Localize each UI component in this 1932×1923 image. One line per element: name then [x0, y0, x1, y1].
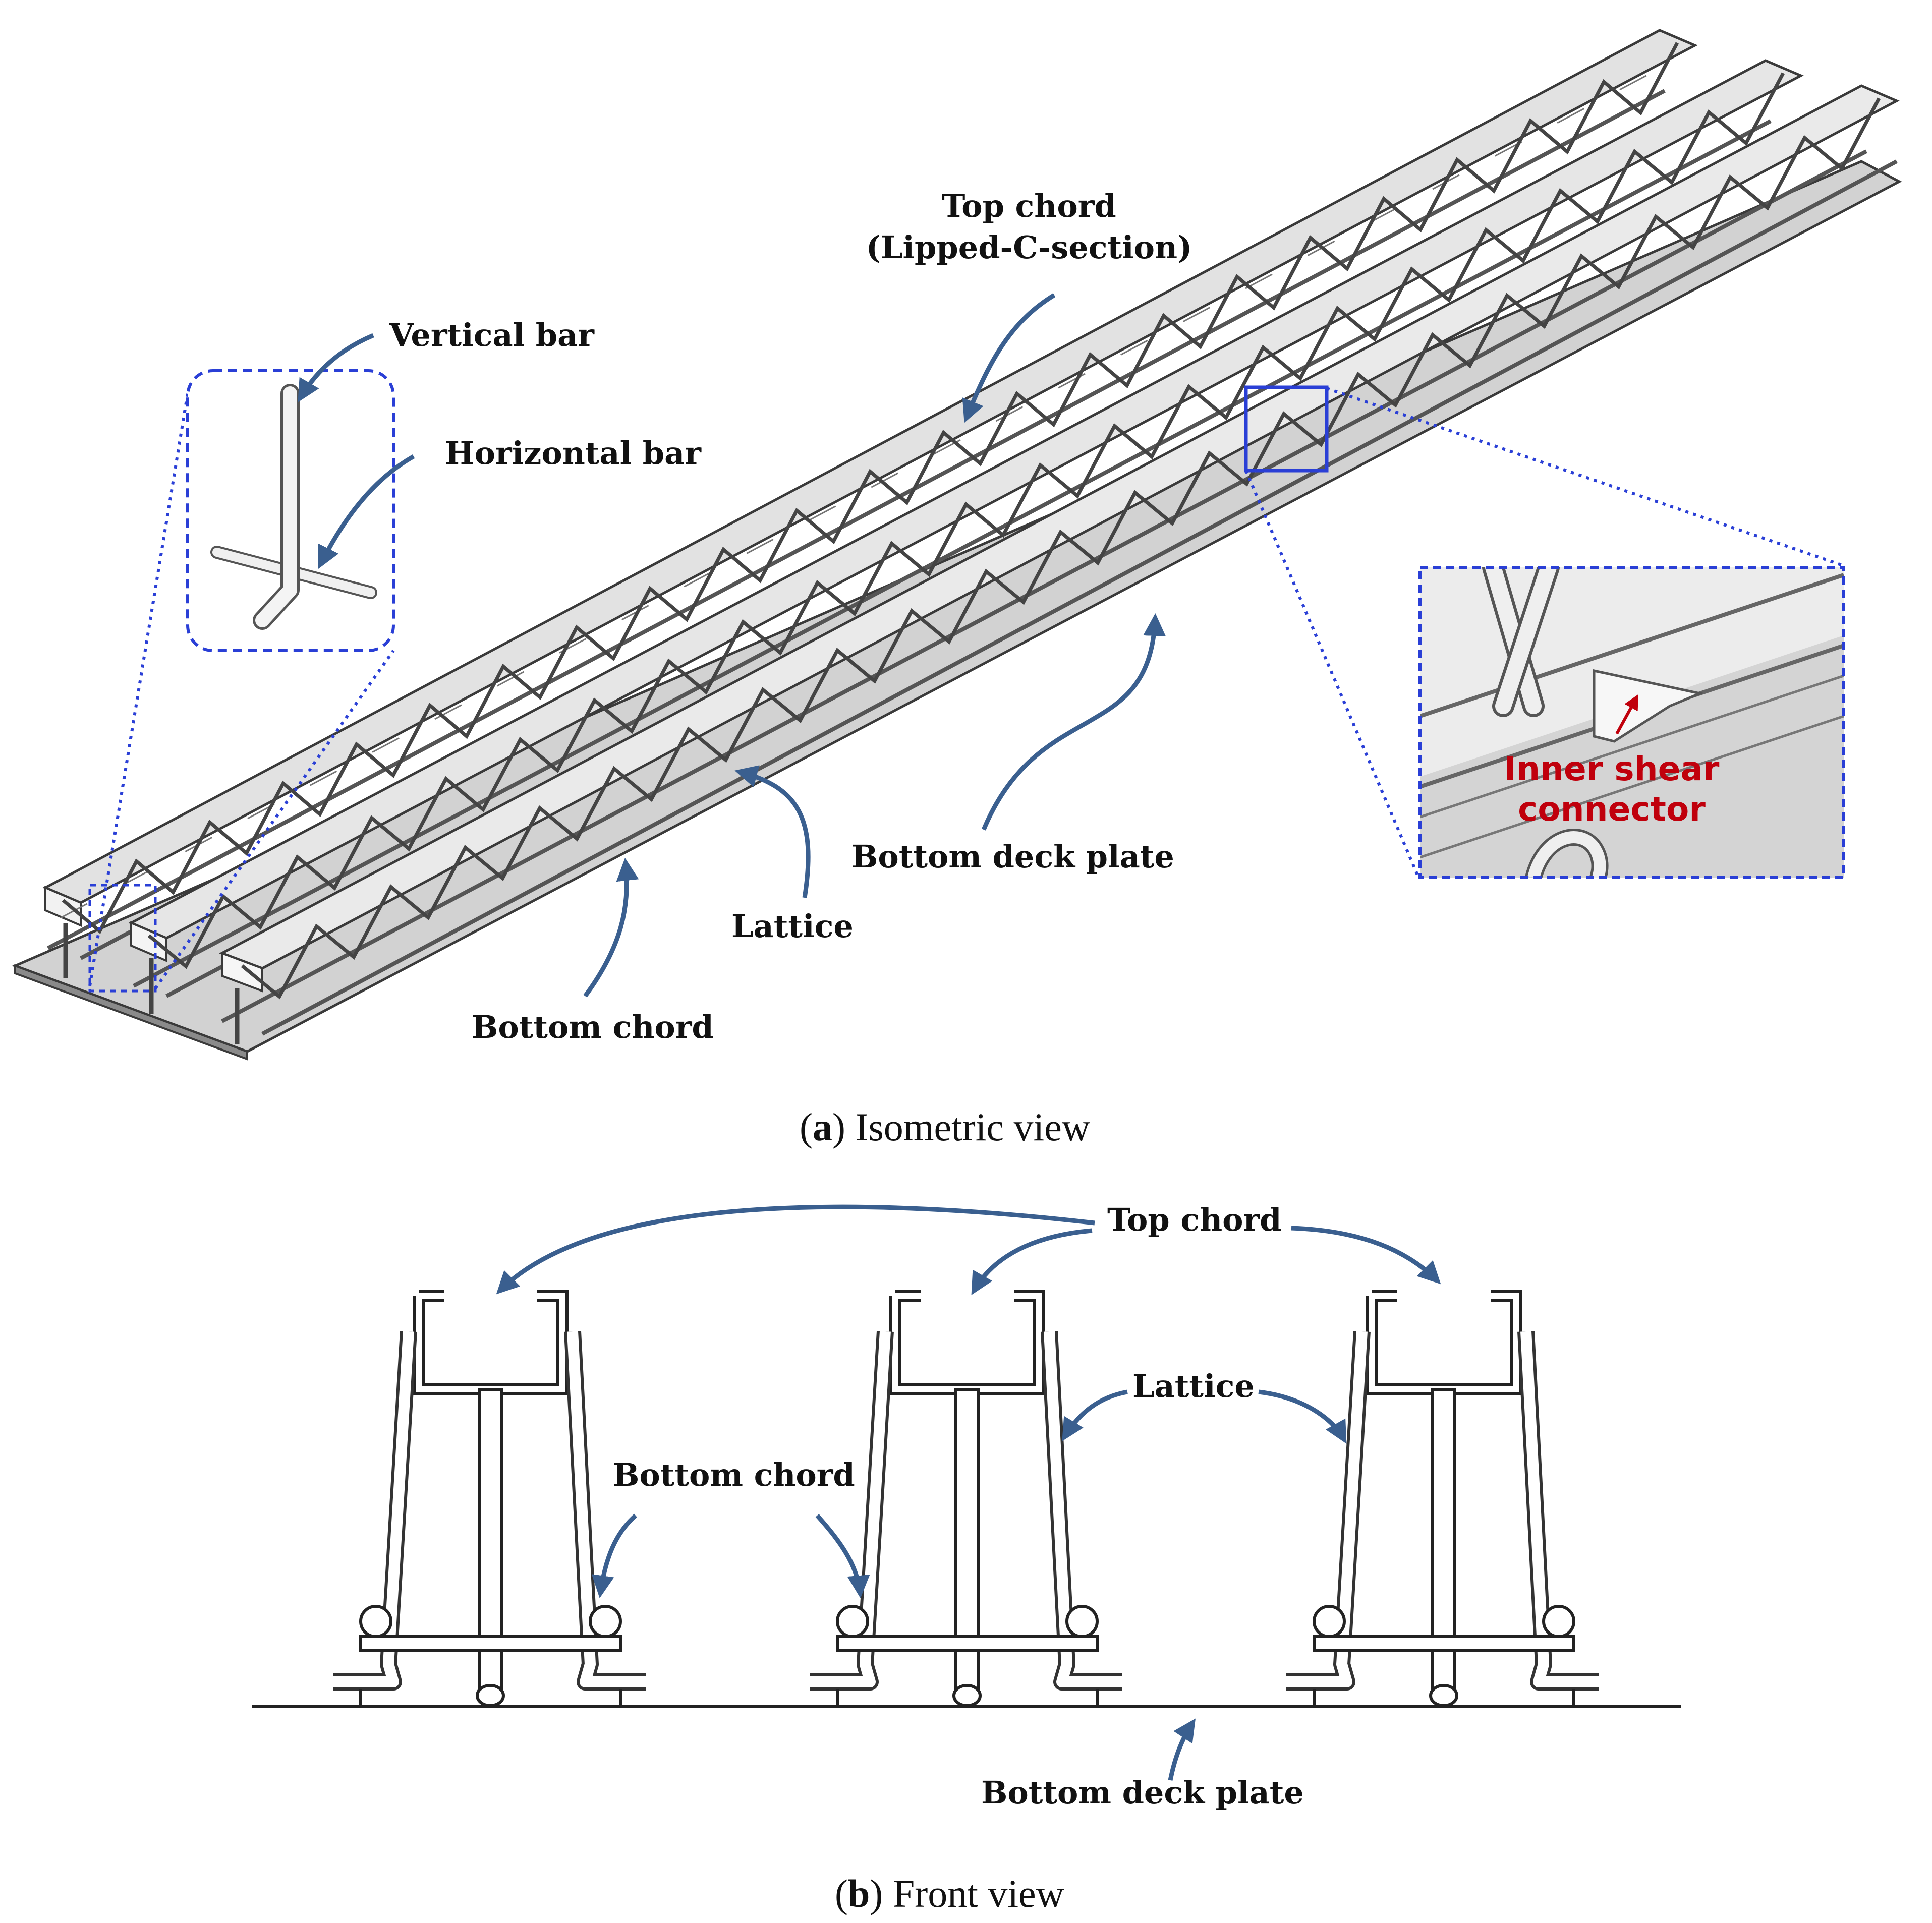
truss-unit-3	[1286, 1296, 1599, 1706]
label-lattice-b: Lattice	[1132, 1368, 1255, 1405]
shear-connector-plate	[1593, 669, 1704, 743]
label-inner-shear-line1: Inner shear	[1504, 749, 1720, 788]
arrow-lattice-1	[1062, 1389, 1128, 1441]
arrow-top-chord	[962, 293, 1056, 423]
arrow-lattice	[734, 765, 811, 898]
detail-box-small	[88, 884, 157, 993]
label-top-chord-line2: (Lipped-C-section)	[866, 229, 1192, 266]
truss-front	[218, 84, 1900, 1044]
lattice-zigzag-2	[147, 72, 1785, 969]
arrow-bottom-chord	[583, 858, 639, 998]
arrow-bottom-deck-plate-b	[1168, 1718, 1196, 1781]
caption-b-text: Front view	[892, 1872, 1065, 1915]
caption-a: (a) Isometric view	[800, 1105, 1091, 1149]
label-bottom-deck-plate-b: Bottom deck plate	[981, 1774, 1304, 1811]
label-top-chord-a: Top chord (Lipped-C-section)	[853, 186, 1206, 268]
lattice-zigzag-3	[241, 97, 1881, 1000]
label-inner-shear-connector: Inner shear connector	[1470, 749, 1753, 830]
shear-connector-inset	[1418, 566, 1845, 879]
truss-unit-1	[333, 1290, 646, 1707]
detail-box-zoom	[1244, 385, 1329, 473]
bar-inset	[186, 369, 395, 652]
arrow-top-chord-1	[496, 1204, 1095, 1295]
caption-b: (b) Front view	[835, 1872, 1065, 1915]
isometric-drawing	[12, 29, 1902, 1061]
caption-a-letter: a	[812, 1105, 832, 1149]
label-lattice-a: Lattice	[731, 908, 854, 945]
caption-a-text: Isometric view	[855, 1105, 1091, 1149]
callout-arrows-b	[496, 1204, 1441, 1781]
truss-unit-2	[810, 1296, 1122, 1706]
arrow-top-chord-2	[971, 1228, 1093, 1295]
callout-arrows-a	[298, 293, 1166, 998]
front-view-drawing	[252, 1296, 1681, 1706]
label-vertical-bar: Vertical bar	[389, 317, 594, 354]
label-top-chord-line1: Top chord	[942, 188, 1116, 224]
arrow-bottom-deck-plate	[981, 613, 1166, 831]
arrow-horizontal-bar	[318, 454, 415, 569]
label-bottom-chord-a: Bottom chord	[472, 1009, 714, 1045]
lattice-zigzag-1	[62, 42, 1679, 934]
label-bottom-deck-plate-a: Bottom deck plate	[851, 838, 1174, 875]
label-horizontal-bar: Horizontal bar	[445, 435, 701, 472]
arrow-lattice-2	[1258, 1389, 1347, 1444]
label-top-chord-b: Top chord	[1107, 1201, 1282, 1238]
arrow-top-chord-3	[1291, 1226, 1441, 1285]
label-bottom-chord-b: Bottom chord	[613, 1456, 855, 1493]
label-inner-shear-line2: connector	[1518, 790, 1706, 829]
lattice-bars	[62, 42, 1881, 1000]
arrow-vertical-bar	[298, 333, 374, 402]
caption-b-letter: b	[847, 1872, 870, 1915]
arrow-bottom-chord-1	[591, 1513, 637, 1598]
arrow-bottom-chord-2	[815, 1514, 870, 1598]
